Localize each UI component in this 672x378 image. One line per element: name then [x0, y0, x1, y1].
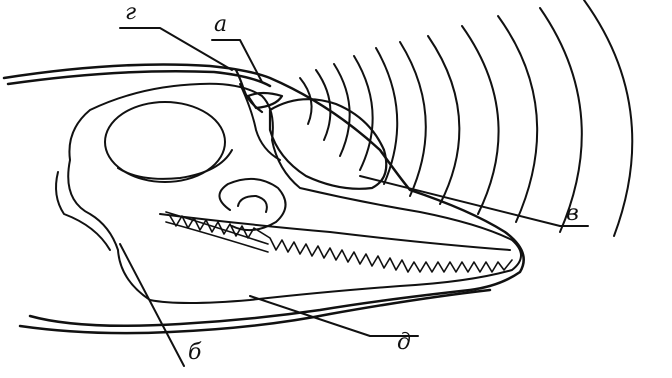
cranium — [68, 84, 521, 303]
leader-v — [360, 176, 588, 226]
sound-wave — [300, 78, 312, 124]
sound-wave — [428, 36, 459, 204]
mandible-canal — [166, 212, 268, 244]
back-contour — [4, 65, 524, 326]
label-v: в — [566, 203, 579, 225]
sound-wave — [540, 8, 582, 232]
occipital — [56, 172, 110, 250]
label-b: б — [188, 342, 201, 364]
spiral-ear-inner — [238, 196, 267, 212]
mandible-canal-lower — [166, 222, 268, 252]
leader-b — [120, 244, 184, 366]
sound-wave — [462, 26, 499, 214]
sound-wave — [498, 16, 537, 222]
back-contour-inner — [8, 71, 270, 86]
sound-wave — [354, 56, 373, 170]
label-a: а — [214, 14, 227, 36]
sound-waves — [300, 0, 632, 236]
sound-wave — [400, 42, 426, 196]
label-d: д — [397, 332, 411, 354]
leader-lines — [120, 28, 588, 366]
melon-region — [236, 70, 386, 189]
skull — [56, 84, 521, 303]
sound-wave — [584, 0, 632, 236]
tooth-row — [170, 216, 512, 272]
label-g: г — [125, 2, 136, 24]
